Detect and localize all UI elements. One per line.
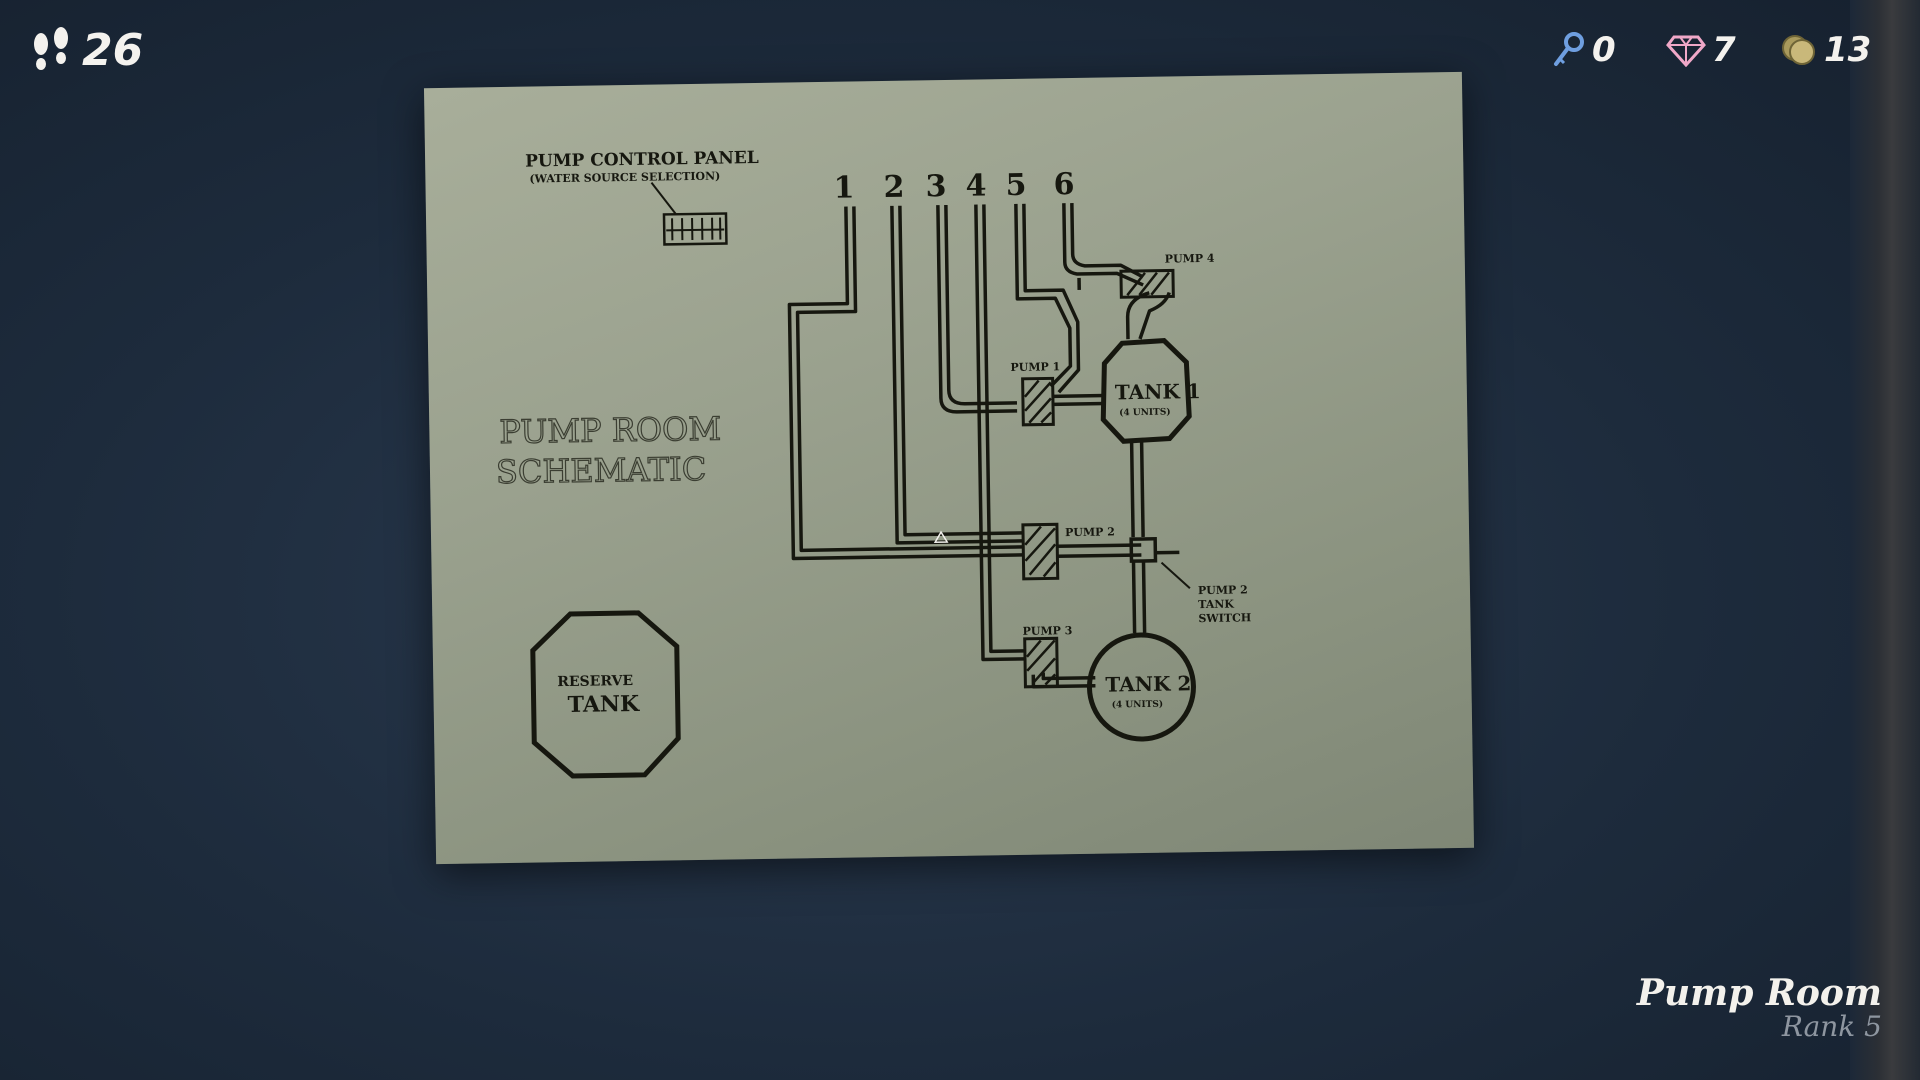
gems-value: 7 (1712, 30, 1736, 70)
pipe-line-3 (936, 205, 1018, 414)
steps-value: 26 (82, 24, 144, 76)
line-number-6: 6 (1053, 167, 1074, 202)
pump-4-box (1119, 268, 1175, 299)
coins-value: 13 (1824, 30, 1872, 70)
pump-2-tank-switch (1129, 536, 1158, 563)
pipe-line-6 (1062, 203, 1144, 287)
line-number-4: 4 (965, 168, 986, 203)
tank-2-units: (4 UNITS) (1112, 699, 1164, 711)
reserve-tank-label-line1: RESERVE (557, 673, 633, 690)
keys-counter: 0 (1552, 30, 1616, 70)
gems-counter: 7 (1666, 30, 1736, 70)
keys-value: 0 (1592, 30, 1616, 70)
tank-1-shape (1100, 338, 1192, 444)
gem-icon (1666, 35, 1706, 67)
schematic-drawing: PUMP CONTROL PANEL (WATER SOURCE SELECTI… (495, 148, 1251, 779)
schematic-title-line2: SCHEMATIC (496, 450, 707, 491)
pipe-line-4 (974, 204, 1026, 662)
tank-1-label: TANK 1 (1115, 379, 1201, 404)
control-panel-title: PUMP CONTROL PANEL (525, 148, 759, 172)
switch-label-line2: TANK (1198, 598, 1234, 612)
coins-counter: 13 (1780, 30, 1871, 70)
line-number-3: 3 (925, 169, 946, 204)
key-icon (1554, 32, 1584, 66)
line-number-2: 2 (883, 170, 904, 205)
pump-control-panel-box (662, 212, 728, 246)
reserve-tank-label-line2: TANK (567, 691, 640, 718)
pointer-cursor-icon (933, 530, 949, 543)
pump-2-box (1021, 522, 1060, 581)
pump-1-box (1021, 376, 1055, 427)
pump-3-box (1023, 636, 1059, 689)
room-wall-edge (1850, 0, 1920, 1080)
pump-1-label: PUMP 1 (1010, 360, 1060, 374)
pump-2-label: PUMP 2 (1065, 525, 1115, 539)
switch-label-line1: PUMP 2 (1198, 583, 1248, 597)
pipe-line-2 (890, 205, 1024, 545)
tank-2-shape (1086, 632, 1196, 742)
pump-room-schematic-paper: PUMP CONTROL PANEL (WATER SOURCE SELECTI… (423, 71, 1475, 865)
switch-label-line3: SWITCH (1198, 611, 1251, 625)
control-panel-subtitle: (WATER SOURCE SELECTION) (529, 170, 720, 186)
footprints-icon (34, 27, 68, 70)
tank-2-label: TANK 2 (1105, 671, 1191, 696)
pipe-line-1 (787, 206, 1024, 561)
schematic-title-line1: PUMP ROOM (499, 410, 721, 451)
reserve-tank-shape (530, 610, 681, 779)
pump-4-label: PUMP 4 (1165, 252, 1215, 266)
tank-1-units: (4 UNITS) (1119, 407, 1171, 419)
room-name: Pump Room (1636, 972, 1882, 1014)
line-number-5: 5 (1005, 168, 1026, 203)
room-rank: Rank 5 (1781, 1010, 1882, 1043)
steps-counter: 26 (28, 24, 143, 76)
pump-3-label: PUMP 3 (1022, 624, 1072, 638)
room-label: Pump Room Rank 5 (1637, 972, 1882, 1043)
pipe-line-5 (1014, 203, 1073, 388)
line-number-1: 1 (833, 170, 854, 205)
coins-icon (1782, 35, 1815, 65)
